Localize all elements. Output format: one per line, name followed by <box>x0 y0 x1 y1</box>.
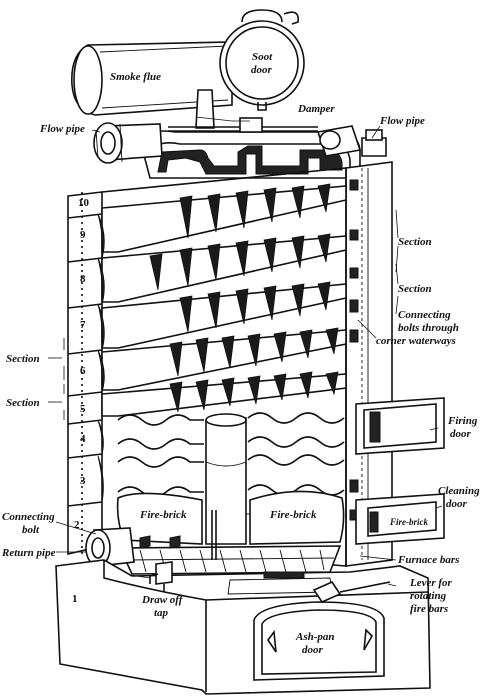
label-ash-pan-door-line2: door <box>302 644 324 656</box>
label-flow-pipe-right: Flow pipe <box>379 115 425 127</box>
flue-teeth <box>149 183 339 413</box>
return-pipe <box>85 527 135 567</box>
boiler-base <box>55 559 431 695</box>
section-slabs <box>101 185 347 417</box>
labels: Smoke flue Soot door Damper Flow pipe Fl… <box>1 51 480 656</box>
label-soot-door-line1: Soot <box>252 51 273 63</box>
label-furnace-bars: Furnace bars <box>397 554 459 566</box>
flow-pipe-left <box>93 122 163 164</box>
label-connecting-bolts-line3: corner waterways <box>376 335 456 347</box>
section-number-1: 1 <box>72 593 78 605</box>
label-fire-brick-door: Fire-brick <box>389 517 428 527</box>
label-ash-pan-door-line1: Ash-pan <box>295 631 335 643</box>
boiler-body <box>67 161 393 567</box>
section-number-4: 4 <box>80 433 86 445</box>
label-smoke-flue: Smoke flue <box>110 71 161 83</box>
flow-pipe-right <box>316 125 387 157</box>
label-cleaning-door-line1: Cleaning <box>438 485 480 497</box>
section-number-2: 2 <box>74 519 80 531</box>
label-firing-door-line1: Firing <box>447 415 478 427</box>
section-number-3: 3 <box>80 475 86 487</box>
section-ribs <box>67 192 105 556</box>
label-firing-door-line2: door <box>450 428 472 440</box>
label-lever-line1: Lever for <box>409 577 453 589</box>
section-number-8: 8 <box>80 273 86 285</box>
label-draw-off-tap-line2: tap <box>154 607 169 619</box>
smoke-flue <box>71 41 233 129</box>
label-damper: Damper <box>297 103 335 115</box>
firebox <box>116 412 345 575</box>
leader-lines <box>48 116 443 587</box>
firing-door <box>355 397 445 455</box>
section-number-9: 9 <box>80 229 86 241</box>
label-connecting-bolts-line1: Connecting <box>398 309 451 321</box>
section-number-5: 5 <box>80 403 86 415</box>
label-connecting-bolts-line2: bolts through <box>398 322 459 334</box>
label-return-pipe: Return pipe <box>1 547 56 559</box>
label-section-left-2: Section <box>6 397 40 409</box>
soot-door <box>219 9 305 111</box>
cleaning-door <box>355 493 445 545</box>
label-draw-off-tap-line1: Draw off <box>141 594 184 606</box>
label-lever-line3: fire bars <box>410 603 448 615</box>
label-section-right-2: Section <box>398 283 432 295</box>
label-soot-door-line2: door <box>251 64 273 76</box>
label-fire-brick-right: Fire-brick <box>269 509 317 521</box>
label-fire-brick-left: Fire-brick <box>139 509 187 521</box>
section-numbers: 10 9 8 7 6 5 4 3 2 1 <box>72 197 90 605</box>
section-number-6: 6 <box>80 365 86 377</box>
label-connecting-bolt-line2: bolt <box>22 524 40 536</box>
label-section-left-1: Section <box>6 353 40 365</box>
section-number-7: 7 <box>80 319 86 331</box>
label-cleaning-door-line2: door <box>446 498 468 510</box>
label-connecting-bolt-line1: Connecting <box>2 511 55 523</box>
label-section-right-1: Section <box>398 236 432 248</box>
label-flow-pipe-left: Flow pipe <box>39 123 85 135</box>
section-number-10: 10 <box>78 197 90 209</box>
label-lever-line2: rotating <box>410 590 447 602</box>
